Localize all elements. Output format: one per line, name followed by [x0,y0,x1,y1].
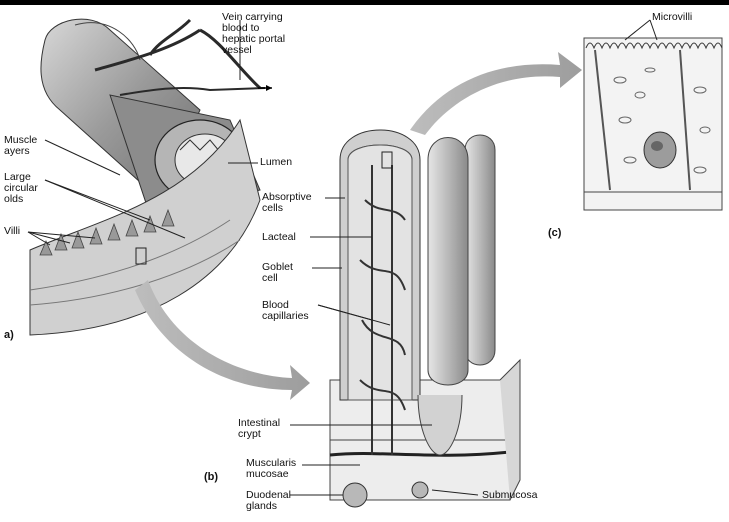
panel-c-label: (c) [548,228,561,239]
cell-microvilli-illustration [584,20,722,210]
label-circular-folds: Large circular olds [4,172,38,205]
label-muscularis-mucosae: Muscularis mucosae [246,458,296,480]
label-absorptive-cells: Absorptive cells [262,192,312,214]
label-microvilli: Microvilli [652,12,692,23]
villi-illustration [330,130,520,507]
panel-a-label: a) [4,330,14,341]
label-submucosa: Submucosa [482,490,537,501]
label-goblet-cell: Goblet cell [262,262,293,284]
label-vein: Vein carrying blood to hepatic portal ve… [222,12,285,56]
panel-b-label: (b) [204,472,218,483]
label-blood-capillaries: Blood capillaries [262,300,309,322]
label-intestinal-crypt: Intestinal crypt [238,418,280,440]
label-muscle-layers: Muscle ayers [4,135,37,157]
arrow-b-to-c [410,52,582,135]
label-lumen: Lumen [260,157,292,168]
label-lacteal: Lacteal [262,232,296,243]
label-villi: Villi [4,226,20,237]
label-duodenal-glands: Duodenal glands [246,490,291,512]
